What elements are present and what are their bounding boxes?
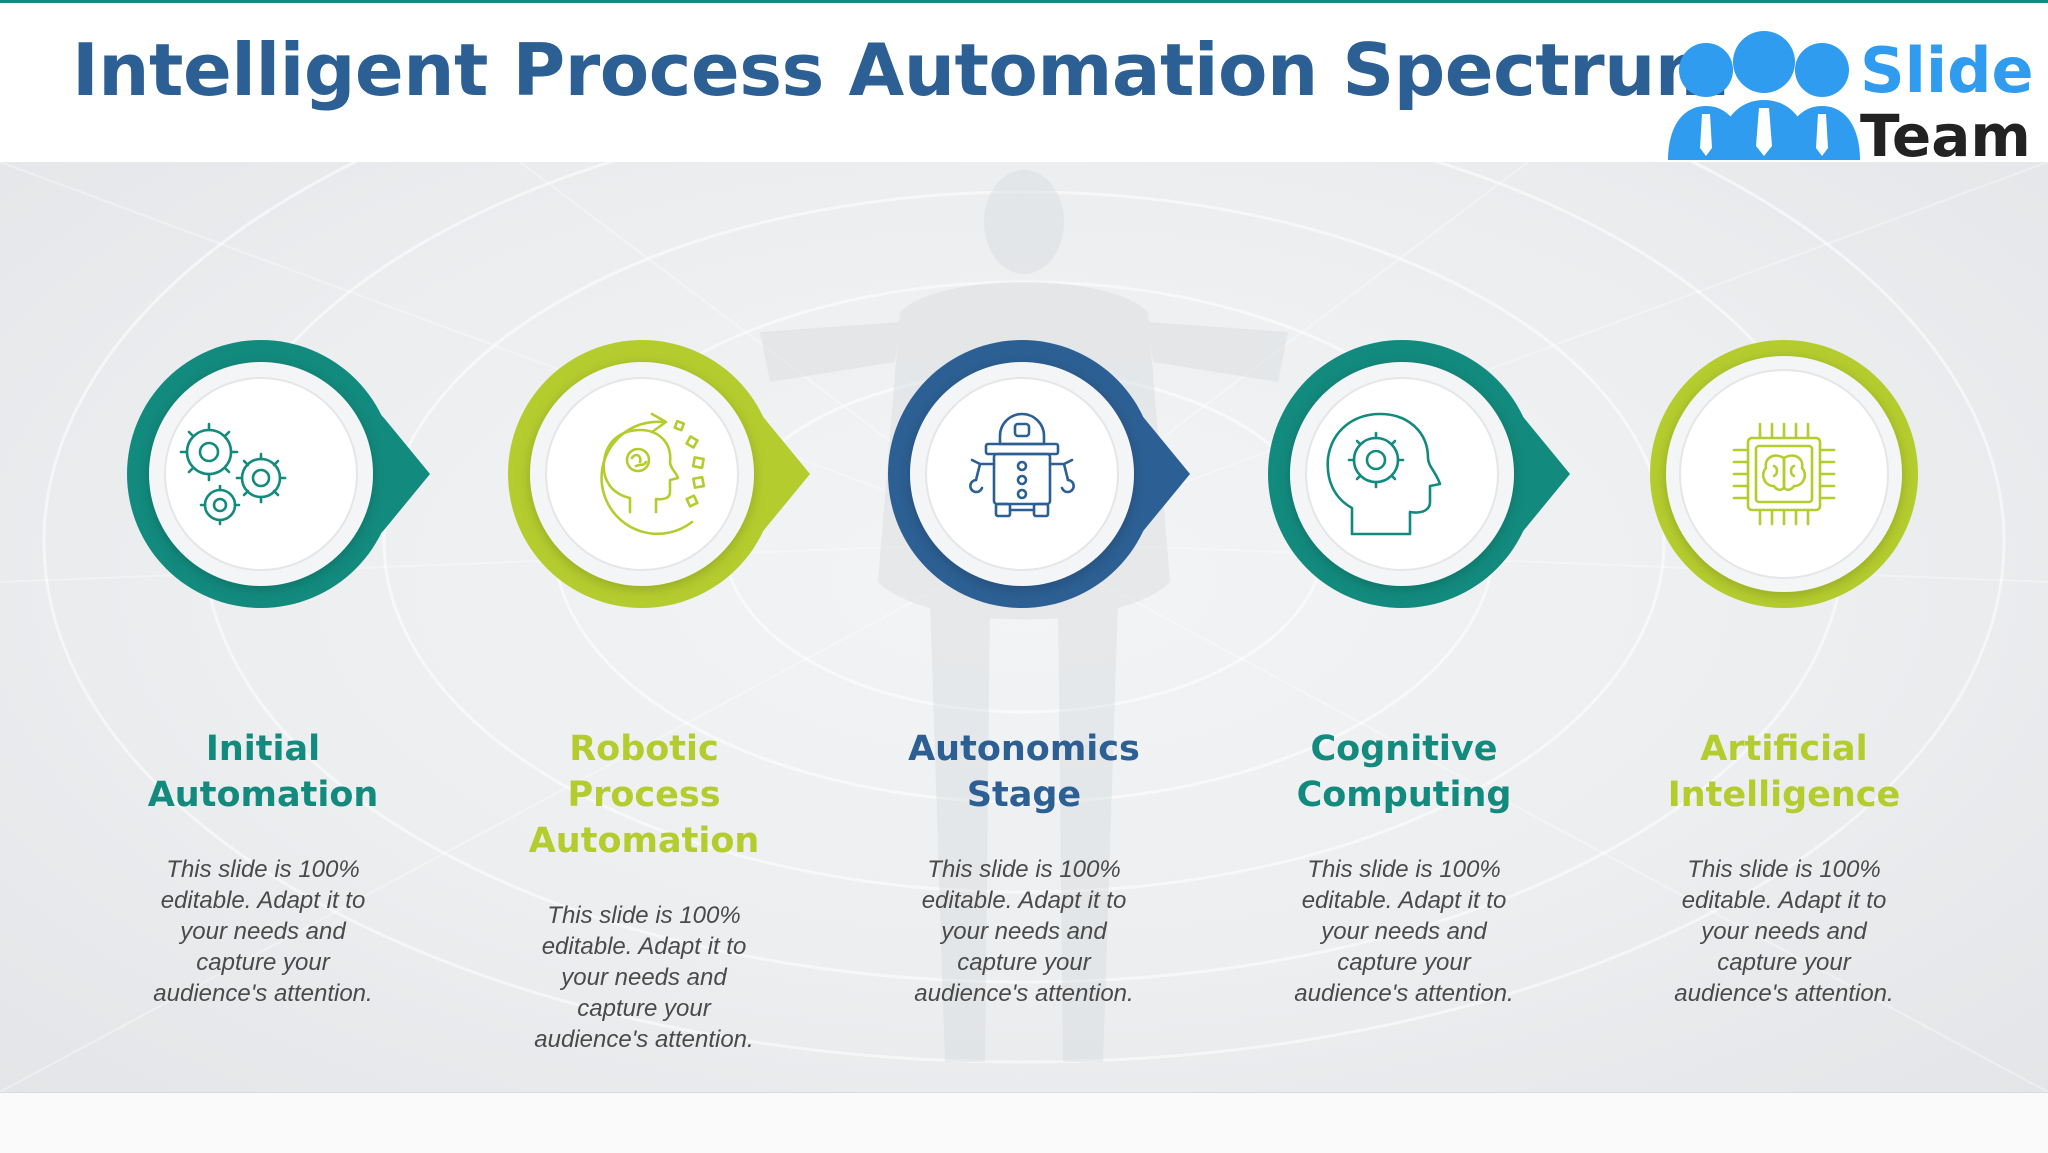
brain-chip-icon (1732, 422, 1836, 526)
robot-icon (969, 412, 1075, 518)
stage-2-description: This slide is 100% editable. Adapt it to… (534, 902, 754, 1053)
stage-1-title: Initial Automation (147, 729, 379, 815)
stage-5-description: This slide is 100% editable. Adapt it to… (1674, 856, 1894, 1007)
stage-2-ring (508, 340, 810, 608)
stage-1-ring (127, 340, 430, 608)
top-accent-line (0, 0, 2048, 3)
slide-title: Intelligent Process Automation Spectrum (72, 28, 1730, 112)
stage-5-text: Artificial Intelligence This slide is 10… (1634, 726, 1934, 1009)
stage-3-title: Autonomics Stage (908, 729, 1140, 815)
stage-3-ring (888, 340, 1190, 608)
stage-2-title: Robotic Process Automation (528, 729, 760, 861)
stage-4-description: This slide is 100% editable. Adapt it to… (1294, 856, 1514, 1007)
stage-3-description: This slide is 100% editable. Adapt it to… (914, 856, 1134, 1007)
stage-3-text: Autonomics Stage This slide is 100% edit… (874, 726, 1174, 1009)
logo-word-team: Team (1860, 102, 2031, 170)
stage-4-title: Cognitive Computing (1296, 729, 1512, 815)
people-logo-icon (1668, 31, 1860, 160)
footer-strip (0, 1092, 2048, 1153)
gears-icon (179, 422, 287, 526)
stage-1-description: This slide is 100% editable. Adapt it to… (153, 856, 373, 1007)
logo-word-slide: Slide (1860, 34, 2034, 107)
head-brain-cycle-icon (600, 412, 706, 536)
slideteam-logo: Slide Team (1664, 28, 2034, 170)
stage-2-text: Robotic Process Automation This slide is… (494, 726, 794, 1055)
stage-4-text: Cognitive Computing This slide is 100% e… (1254, 726, 1554, 1009)
stage-4-ring (1268, 340, 1570, 608)
stage-5-title: Artificial Intelligence (1667, 729, 1901, 815)
head-gear-icon (1326, 412, 1442, 536)
background-photo (0, 162, 2048, 1092)
stage-1-text: Initial Automation This slide is 100% ed… (113, 726, 413, 1009)
